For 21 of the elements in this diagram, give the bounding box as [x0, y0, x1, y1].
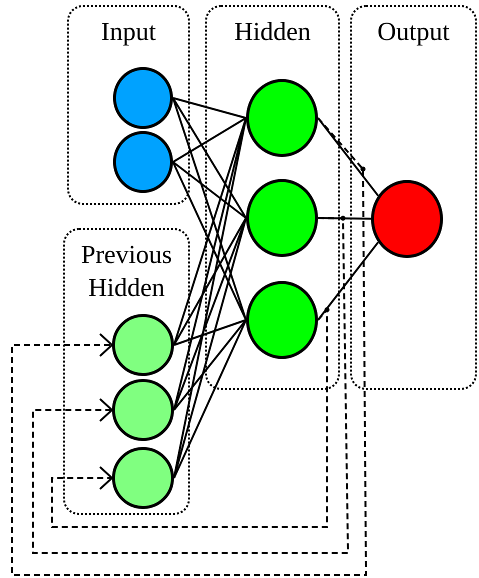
dotted-group-box: [350, 5, 477, 390]
connection-line: [173, 320, 247, 478]
connection-line: [172, 117, 247, 163]
dotted-group-box: [63, 228, 190, 515]
connection-line: [173, 319, 247, 411]
dotted-group-box: [205, 5, 340, 390]
dotted-group-box: [67, 5, 190, 205]
connection-line: [173, 218, 247, 346]
feedback-arrow: [32, 217, 350, 554]
connection-line: [173, 218, 247, 410]
connection-line: [173, 118, 247, 346]
group-label: Output: [377, 16, 450, 48]
connection-line: [172, 97, 246, 119]
connection-line: [172, 162, 247, 320]
connection-line: [172, 97, 247, 219]
connection-line: [172, 161, 247, 219]
connection-line: [174, 319, 246, 346]
group-label: Previous Hidden: [80, 239, 173, 304]
group-label: Hidden: [234, 16, 311, 48]
group-label: Input: [101, 16, 156, 48]
feedback-arrow: [11, 117, 367, 576]
